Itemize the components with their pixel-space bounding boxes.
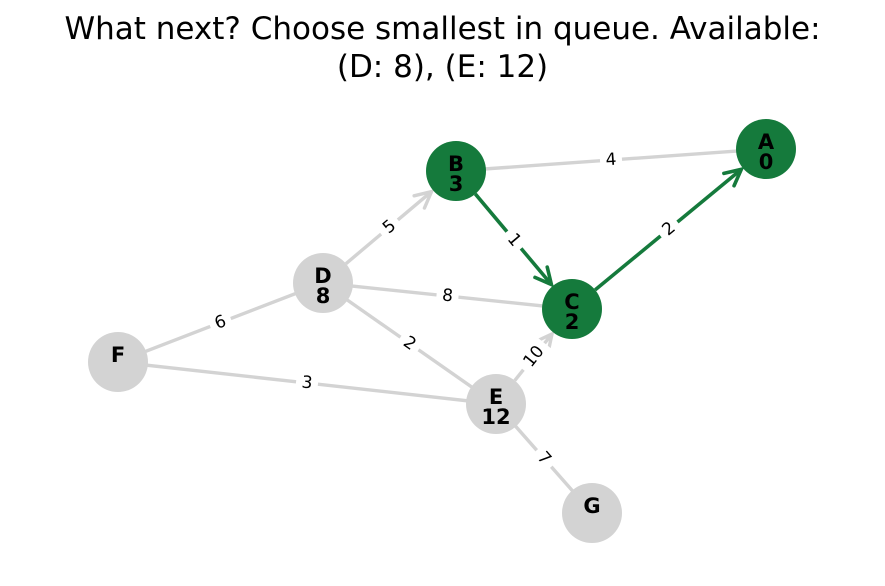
- edge-label-background: [294, 370, 320, 396]
- node-name: C: [564, 290, 579, 314]
- edge-arrowhead-D-B: [412, 189, 435, 210]
- node-name: F: [111, 343, 125, 367]
- title-line-2: (D: 8), (E: 12): [336, 49, 549, 85]
- edge-label-B-A: 4: [599, 148, 623, 172]
- edge-label-D-E: 2: [394, 328, 425, 359]
- node-E: E12: [466, 374, 526, 434]
- node-name: E: [489, 385, 503, 409]
- node-distance: 8: [316, 284, 331, 308]
- edge-label-E-G: 7: [528, 442, 560, 475]
- node-G: G: [562, 483, 622, 543]
- edge-label-background: [599, 148, 623, 172]
- title-line-1: What next? Choose smallest in queue. Ava…: [64, 11, 821, 47]
- edge-arrowhead-B-C: [533, 265, 554, 288]
- node-distance: 2: [565, 310, 580, 334]
- edge-label-C-A: 2: [653, 213, 685, 245]
- edge-label-F-D: 6: [206, 308, 235, 337]
- node-distance: 12: [481, 405, 510, 429]
- diagram-title: What next? Choose smallest in queue. Ava…: [0, 10, 885, 86]
- edge-arrowhead-C-A: [722, 166, 745, 188]
- edge-arrowhead-E-C: [534, 331, 555, 354]
- edge-label-background: [206, 308, 235, 337]
- edge-weight: 3: [301, 372, 314, 393]
- edge-label-background: [514, 336, 554, 377]
- edge-label-background: [394, 328, 425, 359]
- node-D: D8: [293, 253, 353, 313]
- node-circle: [736, 119, 796, 179]
- node-A: A0: [736, 119, 796, 179]
- edge-label-F-E: 3: [294, 370, 320, 396]
- edge-label-background: [498, 224, 530, 256]
- edge-label-background: [528, 442, 560, 475]
- edge-label-background: [653, 213, 685, 245]
- node-circle: [466, 374, 526, 434]
- node-name: D: [314, 264, 331, 288]
- node-C: C2: [542, 279, 602, 339]
- node-name: G: [583, 494, 600, 518]
- edge-label-D-B: 5: [374, 211, 405, 243]
- node-distance: 3: [449, 172, 464, 196]
- node-circle: [542, 279, 602, 339]
- node-circle: [426, 141, 486, 201]
- node-circle: [293, 253, 353, 313]
- edge-weight: 8: [441, 285, 454, 306]
- node-B: B3: [426, 141, 486, 201]
- node-name: A: [758, 130, 775, 154]
- node-distance: 0: [759, 150, 774, 174]
- edge-label-background: [374, 211, 405, 243]
- edge-label-B-C: 1: [498, 224, 530, 256]
- node-circle: [562, 483, 622, 543]
- edge-weight: 4: [605, 150, 617, 171]
- node-circle: [88, 332, 148, 392]
- edge-label-background: [435, 283, 460, 309]
- node-F: F: [88, 332, 148, 392]
- node-name: B: [448, 152, 464, 176]
- edge-label-D-C: 8: [435, 283, 460, 309]
